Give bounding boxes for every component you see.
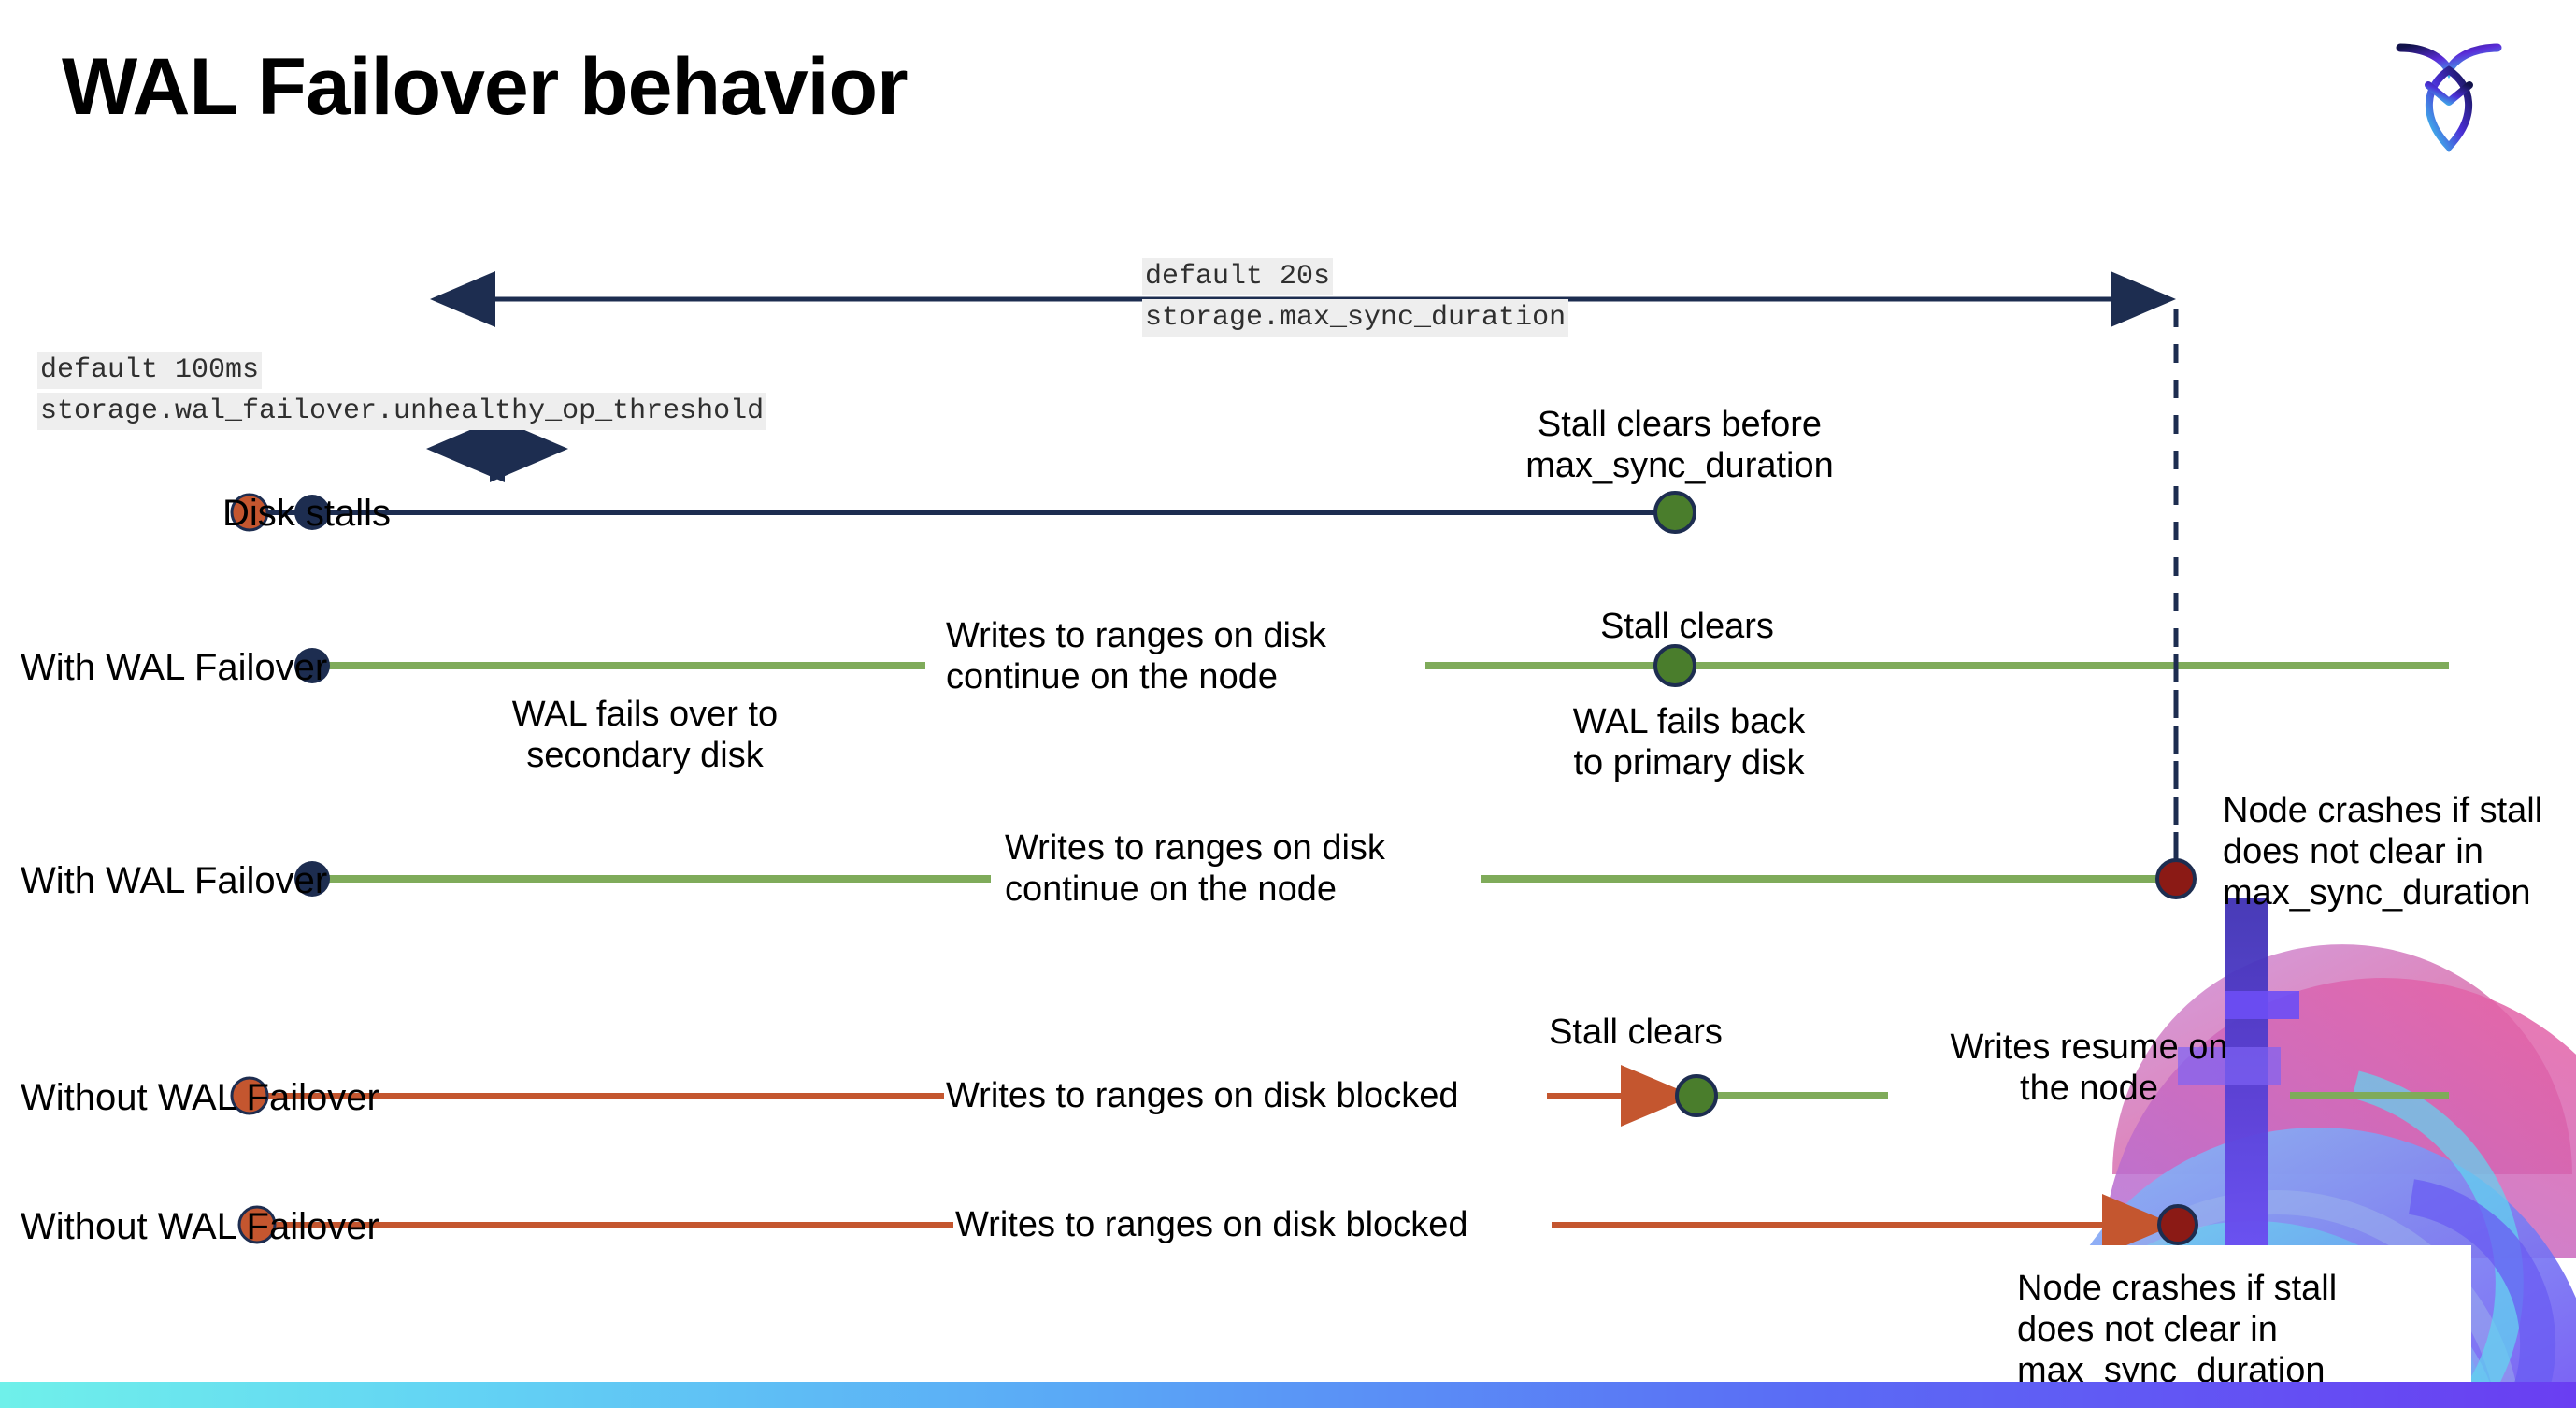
max-sync-default-label: default 20s: [1142, 258, 1334, 296]
node-crash-marker: [2157, 1204, 2198, 1245]
unhealthy-op-setting-label: storage.wal_failover.unhealthy_op_thresh…: [37, 393, 767, 431]
max-sync-setting-label: storage.max_sync_duration: [1142, 299, 1569, 338]
failover-marker: [294, 648, 330, 683]
stall-start-marker: [230, 1076, 269, 1115]
row-label-disk-stalls: Disk stalls: [222, 493, 392, 534]
annot-writes-blocked: Writes to ranges on disk blocked: [946, 1076, 1459, 1115]
stall-start-marker: [237, 1205, 277, 1244]
stall-start-marker: [230, 493, 269, 532]
failover-marker: [294, 495, 330, 530]
annot-writes-blocked-2: Writes to ranges on disk blocked: [955, 1205, 1468, 1244]
stall-clear-marker: [1675, 1074, 1718, 1117]
row-disk-stalls-timeline: [230, 491, 1696, 534]
stall-clear-marker: [1653, 644, 1696, 687]
row-with-wal-failover-recovers-timeline: [294, 644, 2449, 687]
annot-stall-clears: Stall clears: [1600, 607, 1774, 646]
row-label-with-wal-failover-recovers: With WAL Failover: [21, 647, 328, 688]
unhealthy-op-default-label: default 100ms: [37, 352, 263, 390]
page-title: WAL Failover behavior: [62, 42, 909, 132]
annot-stall-clears-2: Stall clears: [1549, 1013, 1723, 1052]
failover-marker: [294, 861, 330, 897]
stall-clear-marker: [1653, 491, 1696, 534]
bottom-gradient-bar: [0, 1382, 2576, 1408]
row-label-with-wal-failover-crashes: With WAL Failover: [21, 860, 328, 901]
cockroachdb-logo: [2393, 33, 2505, 154]
row-with-wal-failover-crashes-timeline: [294, 858, 2197, 899]
row-label-without-wal-failover-crashes: Without WAL Failover: [21, 1206, 379, 1247]
row-without-wal-failover-recovers-timeline: [230, 1065, 2449, 1127]
row-without-wal-failover-crashes-timeline: [237, 1194, 2198, 1256]
row-label-without-wal-failover-recovers: Without WAL Failover: [21, 1077, 379, 1118]
node-crash-marker: [2155, 858, 2197, 899]
